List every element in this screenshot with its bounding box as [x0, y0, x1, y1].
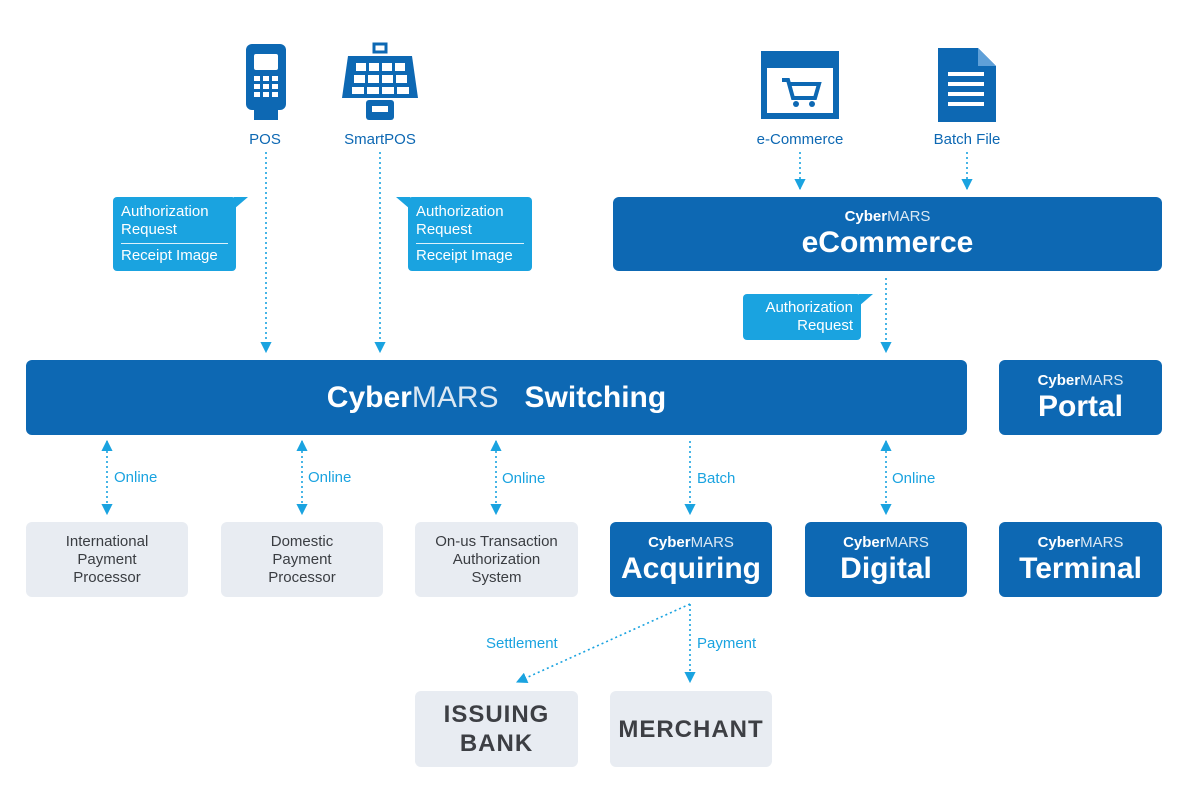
terminal-module-title: Terminal [1019, 551, 1142, 585]
callout-line: Request [797, 317, 853, 334]
issuing-bank-line: ISSUING [443, 701, 550, 728]
callout-line: Receipt Image [121, 247, 218, 264]
processor-line: Payment [77, 550, 137, 568]
onus-authorization-system[interactable]: On-us Transaction Authorization System [415, 522, 578, 597]
brand-mark: CyberMARS [648, 534, 734, 552]
smartpos-label: SmartPOS [344, 131, 416, 148]
flow-label-online: Online [892, 470, 936, 487]
issuing-bank[interactable]: ISSUING BANK [415, 691, 578, 767]
processor-line: Processor [268, 568, 336, 586]
callout-line: Request [416, 221, 472, 238]
batch-file-label: Batch File [933, 131, 1001, 148]
callout-line: Request [121, 221, 177, 238]
brand-bold: Cyber [1037, 371, 1081, 389]
terminal-module[interactable]: CyberMARS Terminal [999, 522, 1162, 597]
brand-mark: CyberMARS [845, 208, 931, 226]
callout-line: Authorization [416, 203, 504, 220]
portal-module[interactable]: CyberMARS Portal [999, 360, 1162, 435]
ecommerce-module[interactable]: CyberMARS eCommerce [613, 197, 1162, 271]
flow-label-online: Online [114, 469, 158, 486]
flow-label-online: Online [308, 469, 352, 486]
callout-tail [396, 197, 410, 209]
brand-thin: MARS [1080, 371, 1124, 389]
flow-label-payment: Payment [697, 635, 757, 652]
brand-thin: MARS [690, 533, 734, 551]
acquiring-module[interactable]: CyberMARS Acquiring [610, 522, 772, 597]
callout-line: Authorization [765, 299, 853, 316]
callout-divider [416, 243, 524, 244]
switching-module-title: CyberMARS Switching [327, 380, 666, 416]
callout-line: Authorization [121, 203, 209, 220]
processor-line: Domestic [270, 532, 334, 550]
digital-module[interactable]: CyberMARS Digital [805, 522, 967, 597]
pos-authorization-callout: Authorization Request Receipt Image [113, 197, 248, 271]
issuing-bank-line: BANK [459, 730, 534, 757]
switching-label: Switching [524, 380, 667, 414]
ecommerce-source-label: e-Commerce [756, 131, 844, 148]
processor-line: Processor [73, 568, 141, 586]
smartpos-icon [342, 42, 418, 120]
processor-line: International [65, 532, 149, 550]
pos-label: POS [249, 131, 281, 148]
batch-file-icon [938, 48, 996, 122]
international-payment-processor[interactable]: International Payment Processor [26, 522, 188, 597]
callout-line: Receipt Image [416, 247, 513, 264]
processor-line: On-us Transaction [435, 532, 558, 550]
flow-label-batch: Batch [697, 470, 736, 487]
brand-thin: MARS [411, 380, 499, 414]
callout-divider [121, 243, 228, 244]
browser-cart-icon [761, 51, 839, 119]
brand-mark: CyberMARS [1038, 534, 1124, 552]
processor-line: Authorization [452, 550, 541, 568]
callout-tail [859, 294, 873, 306]
smartpos-authorization-callout: Authorization Request Receipt Image [396, 197, 532, 271]
switching-module[interactable]: CyberMARS Switching [26, 360, 967, 435]
merchant-label: MERCHANT [618, 715, 764, 743]
brand-mark: CyberMARS [1038, 372, 1124, 390]
callout-tail [234, 197, 248, 209]
brand-bold: Cyber [843, 533, 886, 551]
brand-thin: MARS [887, 208, 931, 225]
brand-bold: Cyber [648, 533, 691, 551]
brand-bold: Cyber [1037, 533, 1081, 551]
flow-label-online: Online [502, 470, 546, 487]
ecommerce-module-title: eCommerce [801, 226, 974, 259]
acquiring-module-title: Acquiring [621, 551, 761, 585]
processor-line: Payment [272, 550, 332, 568]
ecommerce-authorization-callout: Authorization Request [743, 294, 873, 340]
processor-line: System [471, 568, 522, 586]
brand-bold: Cyber [326, 380, 412, 414]
digital-module-title: Digital [840, 551, 932, 585]
pos-terminal-icon [246, 44, 286, 120]
brand-bold: Cyber [844, 208, 888, 225]
brand-thin: MARS [885, 533, 929, 551]
brand-mark: CyberMARS [843, 534, 929, 552]
domestic-payment-processor[interactable]: Domestic Payment Processor [221, 522, 383, 597]
merchant[interactable]: MERCHANT [610, 691, 772, 767]
portal-module-title: Portal [1037, 389, 1124, 423]
flow-label-settlement: Settlement [486, 635, 558, 652]
brand-thin: MARS [1080, 533, 1124, 551]
